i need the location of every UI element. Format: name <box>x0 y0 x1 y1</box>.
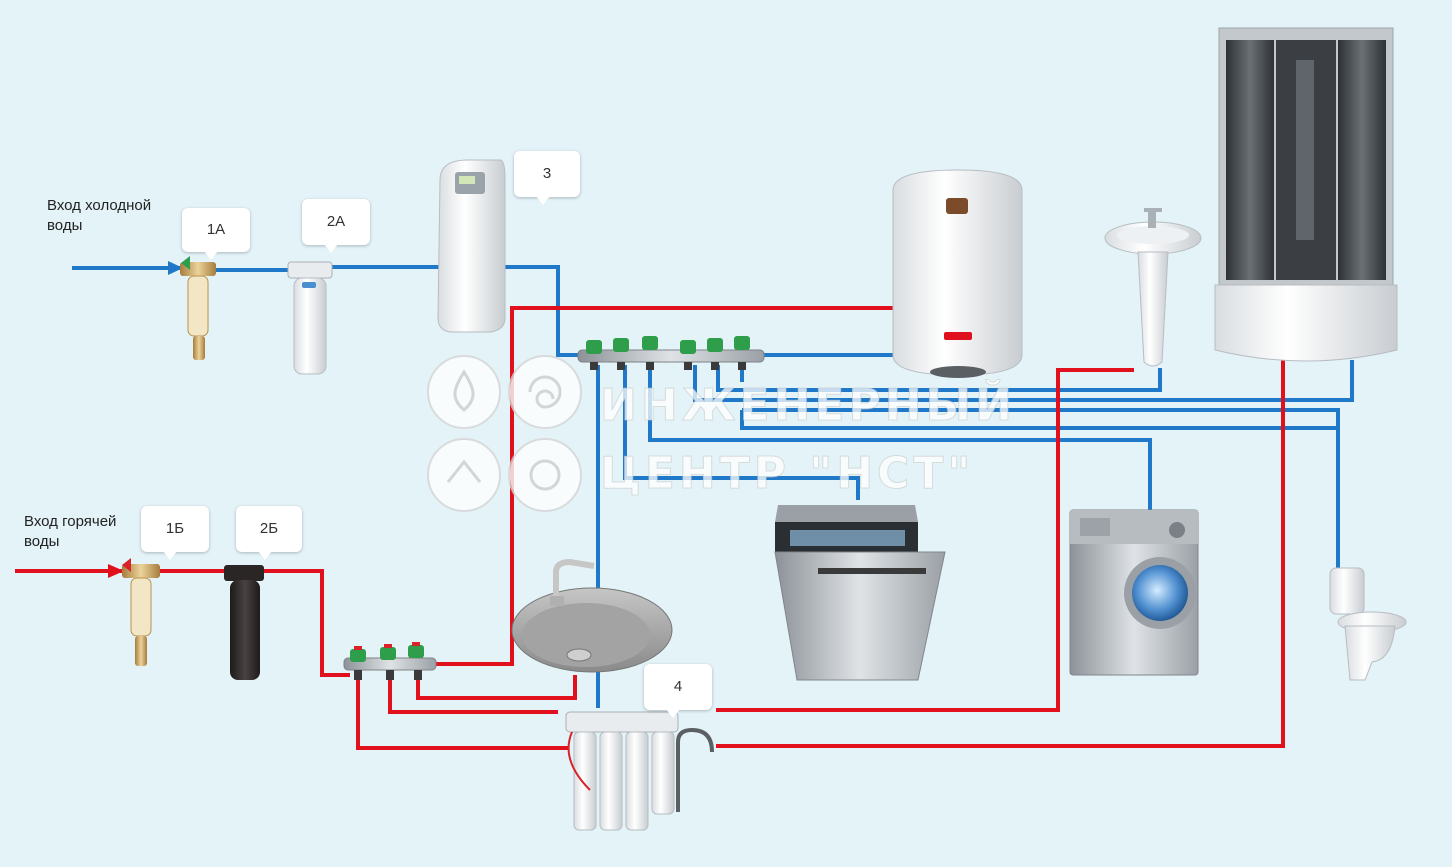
mesh-filter-1a <box>180 256 216 360</box>
water-heater <box>892 169 1023 378</box>
watermark-logo <box>427 355 582 512</box>
cold-water-inlet-label: Вход холодной воды <box>47 197 152 234</box>
shower-cabin <box>1214 27 1398 362</box>
washbasin <box>1104 208 1202 367</box>
hot-inlet-arrow <box>108 564 124 578</box>
callout-3: 3 <box>514 151 580 205</box>
kitchen-sink <box>511 558 673 673</box>
cold-pipes <box>72 265 1354 708</box>
washing-machine <box>1069 509 1199 676</box>
callout-1b: 1Б <box>141 506 209 560</box>
cartridge-filter-2b <box>224 565 264 680</box>
callout-2a: 2А <box>302 199 370 253</box>
callout-1a: 1А <box>182 208 250 260</box>
hot-manifold <box>343 642 437 680</box>
watermark-line-1: ИНЖЕНЕРНЫЙ <box>600 380 1016 432</box>
hot-water-inlet-label: Вход горячей воды <box>24 513 117 550</box>
watermark-line-2: ЦЕНТР "НСТ" <box>599 448 975 500</box>
callout-4: 4 <box>644 664 712 718</box>
reverse-osmosis-filter-4 <box>565 711 714 831</box>
cold-manifold <box>577 336 765 370</box>
dishwasher <box>774 505 946 681</box>
cartridge-filter-2a <box>287 261 333 375</box>
water-softener-3 <box>437 159 506 333</box>
callout-2b: 2Б <box>236 506 302 560</box>
hot-pipes <box>15 306 1285 750</box>
cold-inlet-arrow <box>168 261 183 275</box>
toilet <box>1329 567 1407 681</box>
mesh-filter-1b <box>122 558 160 666</box>
